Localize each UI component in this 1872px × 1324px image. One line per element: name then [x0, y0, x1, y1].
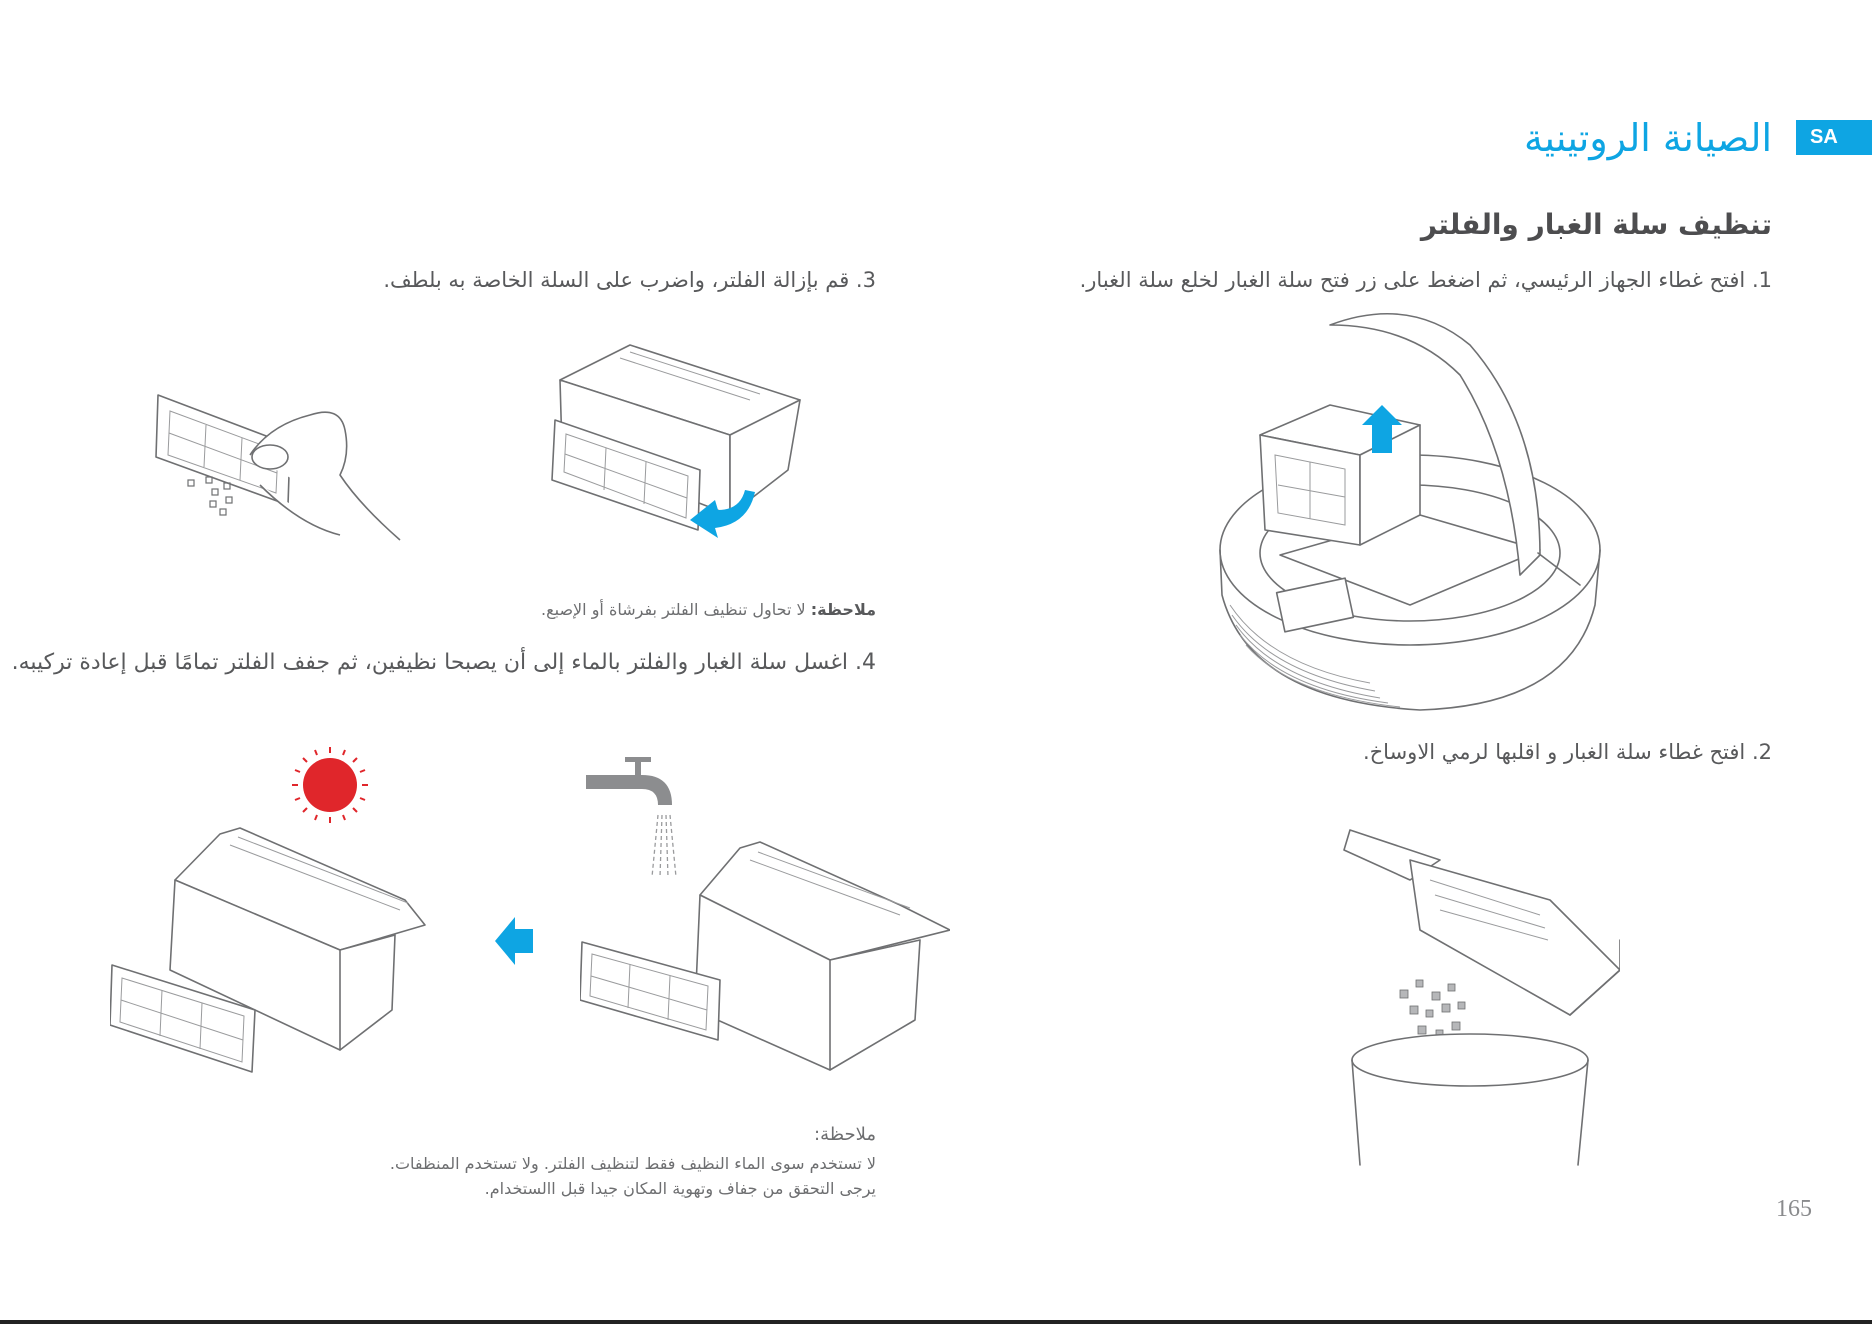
note-2-line-2: يرجى التحقق من جفاف وتهوية المكان جيدا ق…: [484, 1179, 876, 1198]
dust-particles: [187, 476, 233, 516]
note-1: ملاحظة: لا تحاول تنظيف الفلتر بفرشاة أو …: [541, 597, 876, 623]
note-2-label: ملاحظة:: [814, 1124, 876, 1145]
page-title: الصيانة الروتينية: [1524, 116, 1772, 160]
bottom-rule: [0, 1320, 1872, 1324]
note-2-line-1: لا تستخدم سوى الماء النظيف فقط لتنظيف ال…: [389, 1154, 876, 1173]
empty-dustbin-illustration: [1343, 829, 1620, 1166]
faucet-icon: [586, 757, 677, 878]
wash-bin-filter-illustration: [580, 841, 950, 1071]
left-arrow-icon: [495, 917, 533, 965]
robot-side-grille: [1229, 604, 1401, 708]
note-1-label: ملاحظة:: [810, 600, 876, 619]
dry-bin-filter-illustration: [110, 827, 426, 1073]
section-heading: تنظيف سلة الغبار والفلتر: [1420, 208, 1772, 241]
remove-filter-illustration: [551, 344, 801, 538]
robot-dustbin-removal-illustration: [1219, 312, 1601, 711]
tap-filter-illustration: [155, 394, 401, 541]
language-tag: SA: [1796, 120, 1872, 155]
sun-icon: [292, 747, 368, 823]
curved-arrow-icon: [690, 490, 755, 538]
step-1-text: 1. افتح غطاء الجهاز الرئيسي، ثم اضغط على…: [1079, 268, 1772, 292]
page-number: 165: [1776, 1196, 1812, 1222]
step-3-text: 3. قم بإزالة الفلتر، واضرب على السلة الخ…: [383, 268, 876, 292]
up-arrow-icon: [1362, 405, 1402, 453]
note-1-text: لا تحاول تنظيف الفلتر بفرشاة أو الإصبع.: [541, 600, 806, 619]
step-4-text: 4. اغسل سلة الغبار والفلتر بالماء إلى أن…: [11, 650, 876, 675]
step-2-text: 2. افتح غطاء سلة الغبار و اقلبها لرمي ال…: [1362, 740, 1772, 764]
